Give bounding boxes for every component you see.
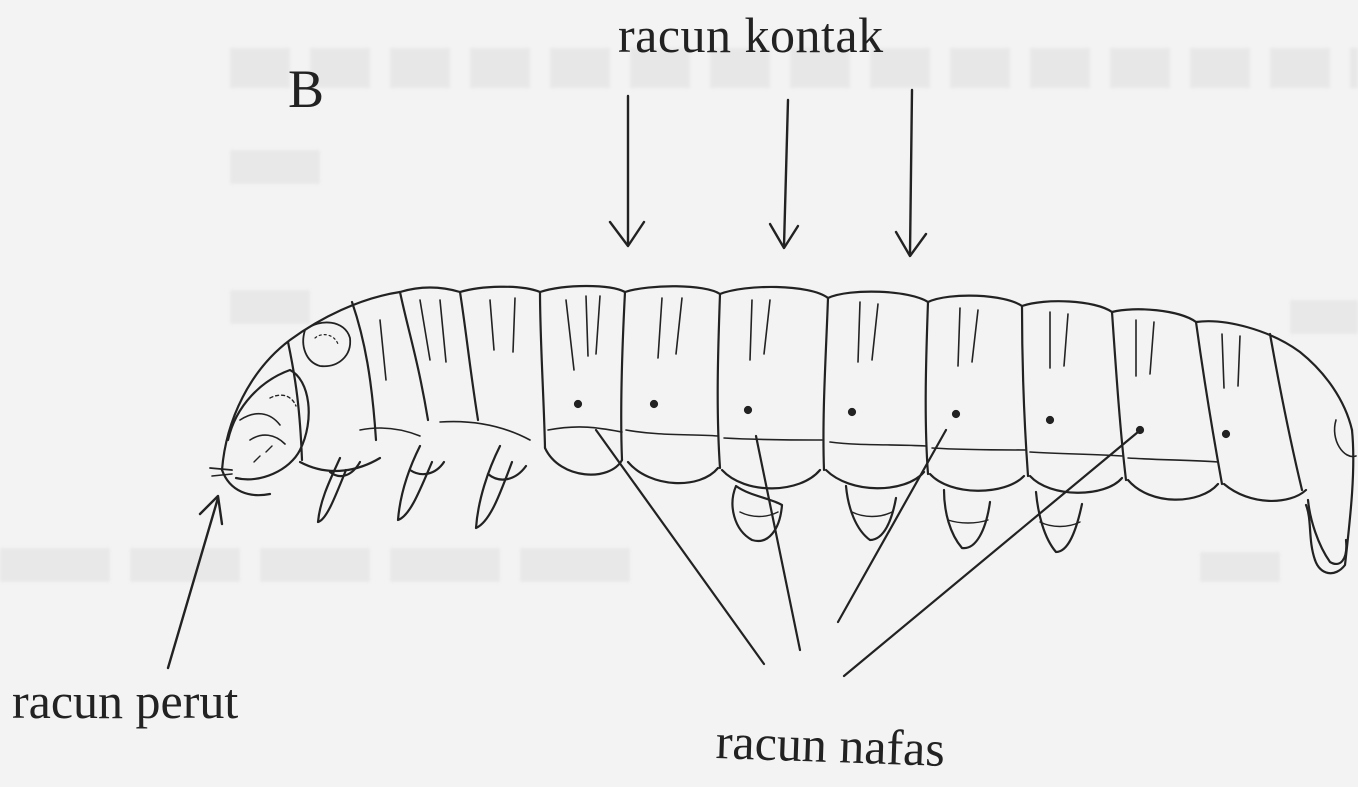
spiracle bbox=[953, 411, 959, 417]
spiracle bbox=[651, 401, 657, 407]
spiracle bbox=[1047, 417, 1053, 423]
arrow bbox=[910, 90, 912, 254]
label-racun-perut: racun perut bbox=[12, 676, 238, 726]
proleg bbox=[944, 490, 990, 548]
stomach-poison-arrow bbox=[168, 496, 222, 668]
leader-line bbox=[756, 436, 800, 650]
spiracle bbox=[575, 401, 581, 407]
proleg bbox=[1036, 492, 1082, 552]
leader-line bbox=[844, 432, 1138, 676]
contact-poison-arrows bbox=[610, 90, 926, 256]
spiracle bbox=[745, 407, 751, 413]
thoracic-leg bbox=[476, 446, 512, 528]
thoracic-leg bbox=[398, 446, 432, 520]
thoracic-segments bbox=[288, 292, 545, 528]
spiracle bbox=[1223, 431, 1229, 437]
abdominal-segments bbox=[548, 292, 1356, 564]
label-racun-kontak: racun kontak bbox=[618, 10, 884, 60]
arrow bbox=[784, 100, 788, 246]
leader-line bbox=[838, 430, 946, 622]
larva-body-outline bbox=[222, 286, 1353, 573]
leader-line bbox=[596, 430, 764, 664]
spiracle bbox=[849, 409, 855, 415]
larva-head bbox=[210, 322, 350, 479]
panel-letter: B bbox=[288, 62, 324, 116]
thoracic-leg bbox=[318, 458, 346, 522]
arrow bbox=[168, 498, 218, 668]
label-racun-nafas: racun nafas bbox=[715, 716, 946, 774]
